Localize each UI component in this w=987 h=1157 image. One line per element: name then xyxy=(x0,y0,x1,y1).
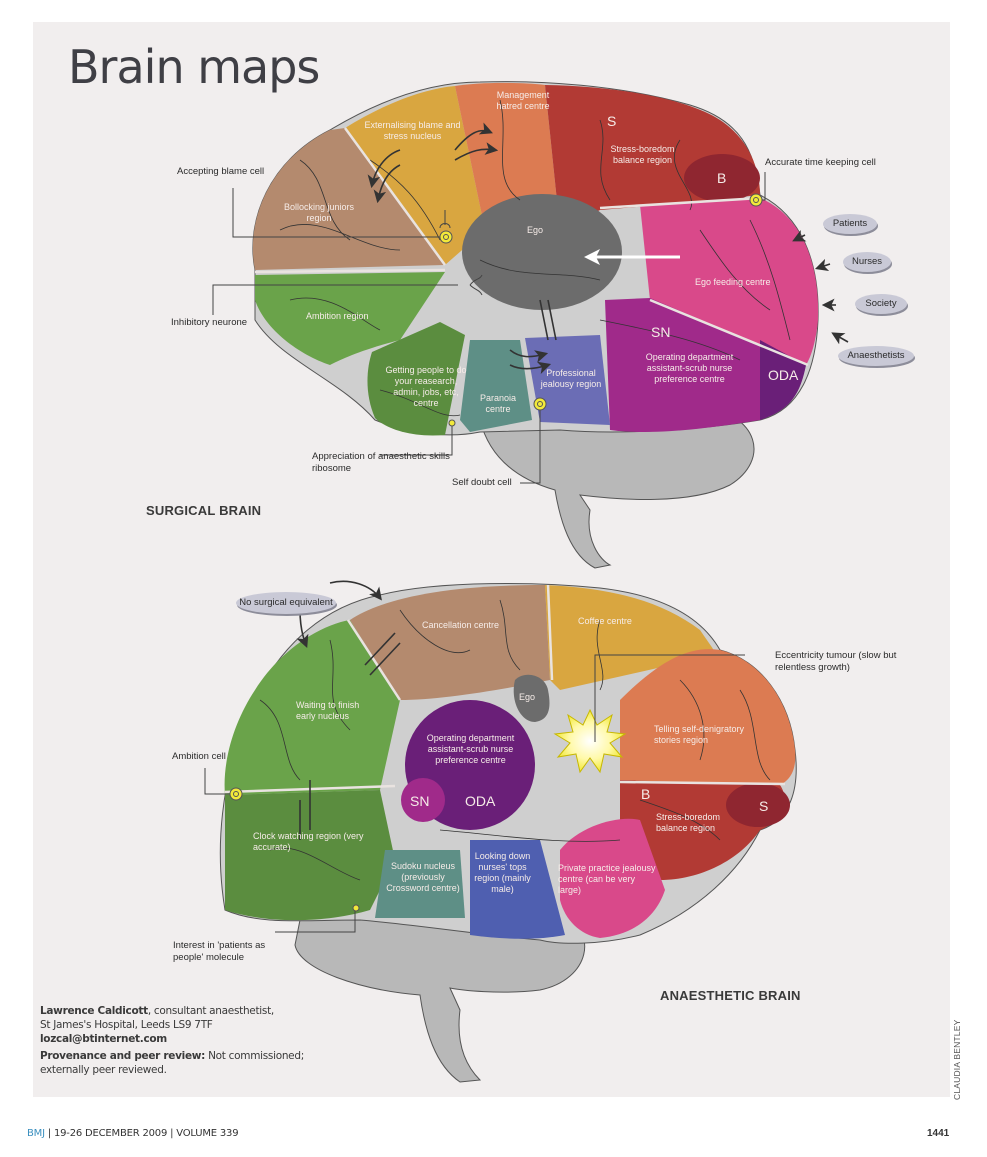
region-private-practice xyxy=(560,818,665,938)
label-sudoku: Sudoku nucleus (previously Crossword cen… xyxy=(386,861,460,893)
accurate-time-cell-marker xyxy=(749,193,763,207)
label-ego-surgical: Ego xyxy=(527,225,544,235)
section-label-surgical: SURGICAL BRAIN xyxy=(146,503,262,518)
callout-accurate-time: Accurate time keeping cell xyxy=(765,157,876,168)
region-externalising xyxy=(345,86,485,265)
label-s-surgical: S xyxy=(607,113,617,129)
label-oda-anaesthetic: ODA xyxy=(465,793,496,809)
region-cancellation xyxy=(350,585,550,700)
ego-input-arrow xyxy=(584,249,680,265)
region-telling xyxy=(620,649,796,785)
input-anaesthetists: Anaesthetists xyxy=(838,346,914,366)
label-oda-surgical: ODA xyxy=(768,367,799,383)
label-paranoia: Paranoia centre xyxy=(479,393,517,414)
label-prof-jealousy: Professional jealousy region xyxy=(540,368,602,389)
label-stress-anaesthetic: Stress-boredom balance region xyxy=(656,812,721,833)
label-externalising: Externalising blame and stress nucleus xyxy=(364,120,461,141)
journal-footer: BMJ | 19-26 DECEMBER 2009 | VOLUME 339 xyxy=(27,1128,239,1139)
ribosome-marker xyxy=(448,419,456,427)
author-credit: Lawrence Caldicott, consultant anaesthet… xyxy=(40,1004,340,1077)
region-sn-anaes xyxy=(401,778,445,822)
label-s-anaesthetic: S xyxy=(759,798,769,814)
accepting-blame-cell-marker xyxy=(439,230,453,244)
label-ambition-region: Ambition region xyxy=(306,311,369,321)
region-ego-surg xyxy=(462,194,622,310)
region-ego-feeding xyxy=(640,198,819,365)
label-sn-surgical: SN xyxy=(651,324,671,340)
label-getting-people: Getting people to do your reasearch, adm… xyxy=(385,365,467,408)
region-b-surg xyxy=(684,154,760,202)
section-label-anaesthetic: ANAESTHETIC BRAIN xyxy=(660,988,801,1003)
author-email[interactable]: lozcal@btinternet.com xyxy=(40,1033,167,1045)
provenance-label: Provenance and peer review: xyxy=(40,1050,206,1062)
anaesthetic-brain xyxy=(204,580,797,1083)
label-sn-anaesthetic: SN xyxy=(410,793,430,809)
region-management xyxy=(455,82,560,230)
callout-inhibitory: Inhibitory neurone xyxy=(171,317,248,328)
region-looking-down xyxy=(470,840,565,939)
label-cancellation: Cancellation centre xyxy=(422,620,500,630)
label-private-practice: Private practice jealousy centre (can be… xyxy=(558,863,656,895)
callout-patients-as-people: Interest in 'patients as people' molecul… xyxy=(173,940,266,963)
journal-issue: | 19-26 DECEMBER 2009 | VOLUME 339 xyxy=(44,1128,239,1139)
label-bollocking: Bollocking juniors region xyxy=(283,202,355,223)
label-looking-down: Looking down nurses' tops region (mainly… xyxy=(474,851,531,894)
callout-eccentricity: Eccentricity tumour (slow but relentless… xyxy=(775,650,897,673)
region-paranoia xyxy=(460,340,532,432)
label-b-surgical: B xyxy=(717,170,727,186)
callout-accepting-blame: Accepting blame cell xyxy=(177,166,265,177)
illustrator-credit: CLAUDIA BENTLEY xyxy=(952,1019,962,1100)
ambition-cell-marker xyxy=(229,787,243,801)
label-odsa-anaesthetic: Operating department assistant-scrub nur… xyxy=(426,733,515,765)
label-management: Management hatred centre xyxy=(496,90,550,111)
callout-no-surgical: No surgical equivalent xyxy=(236,592,336,614)
callout-ambition-cell: Ambition cell xyxy=(172,751,226,762)
label-clock-watching: Clock watching region (very accurate) xyxy=(253,831,364,852)
label-coffee: Coffee centre xyxy=(578,616,632,626)
label-ego-feeding: Ego feeding centre xyxy=(695,277,771,287)
page-title: Brain maps xyxy=(68,40,320,94)
anaesthetic-sulci xyxy=(259,599,771,881)
surgical-brain xyxy=(212,81,849,569)
region-s-anaes xyxy=(726,783,790,827)
region-sudoku xyxy=(375,850,465,918)
input-society: Society xyxy=(855,294,907,314)
callout-appreciation: Appreciation of anaesthetic skills ribos… xyxy=(312,451,450,474)
region-waiting xyxy=(224,620,400,795)
callout-self-doubt: Self doubt cell xyxy=(452,477,512,488)
label-b-anaesthetic: B xyxy=(641,786,651,802)
region-bollocking xyxy=(252,128,445,270)
self-doubt-cell-marker xyxy=(533,397,547,411)
region-ego-anaes xyxy=(513,674,550,722)
input-nurses: Nurses xyxy=(843,252,891,272)
eccentricity-tumour-star xyxy=(553,708,627,774)
journal-name: BMJ xyxy=(27,1128,45,1139)
author-address: St James's Hospital, Leeds LS9 7TF xyxy=(40,1019,213,1031)
label-odsa-surgical: Operating department assistant-scrub nur… xyxy=(645,352,734,384)
label-telling: Telling self-denigratory stories region xyxy=(654,724,745,745)
region-getting-people xyxy=(367,322,465,436)
author-name: Lawrence Caldicott xyxy=(40,1005,148,1017)
region-ambition xyxy=(255,272,445,365)
page-number: 1441 xyxy=(927,1128,950,1139)
input-patients: Patients xyxy=(823,214,877,234)
label-stress-surgical: Stress-boredom balance region xyxy=(610,144,675,165)
label-ego-anaesthetic: Ego xyxy=(519,692,536,702)
patients-molecule-marker xyxy=(352,904,360,912)
provenance-text: Not commissioned; externally peer review… xyxy=(40,1050,304,1076)
label-waiting: Waiting to finish early nucleus xyxy=(296,700,360,721)
author-role: , consultant anaesthetist, xyxy=(147,1005,274,1017)
